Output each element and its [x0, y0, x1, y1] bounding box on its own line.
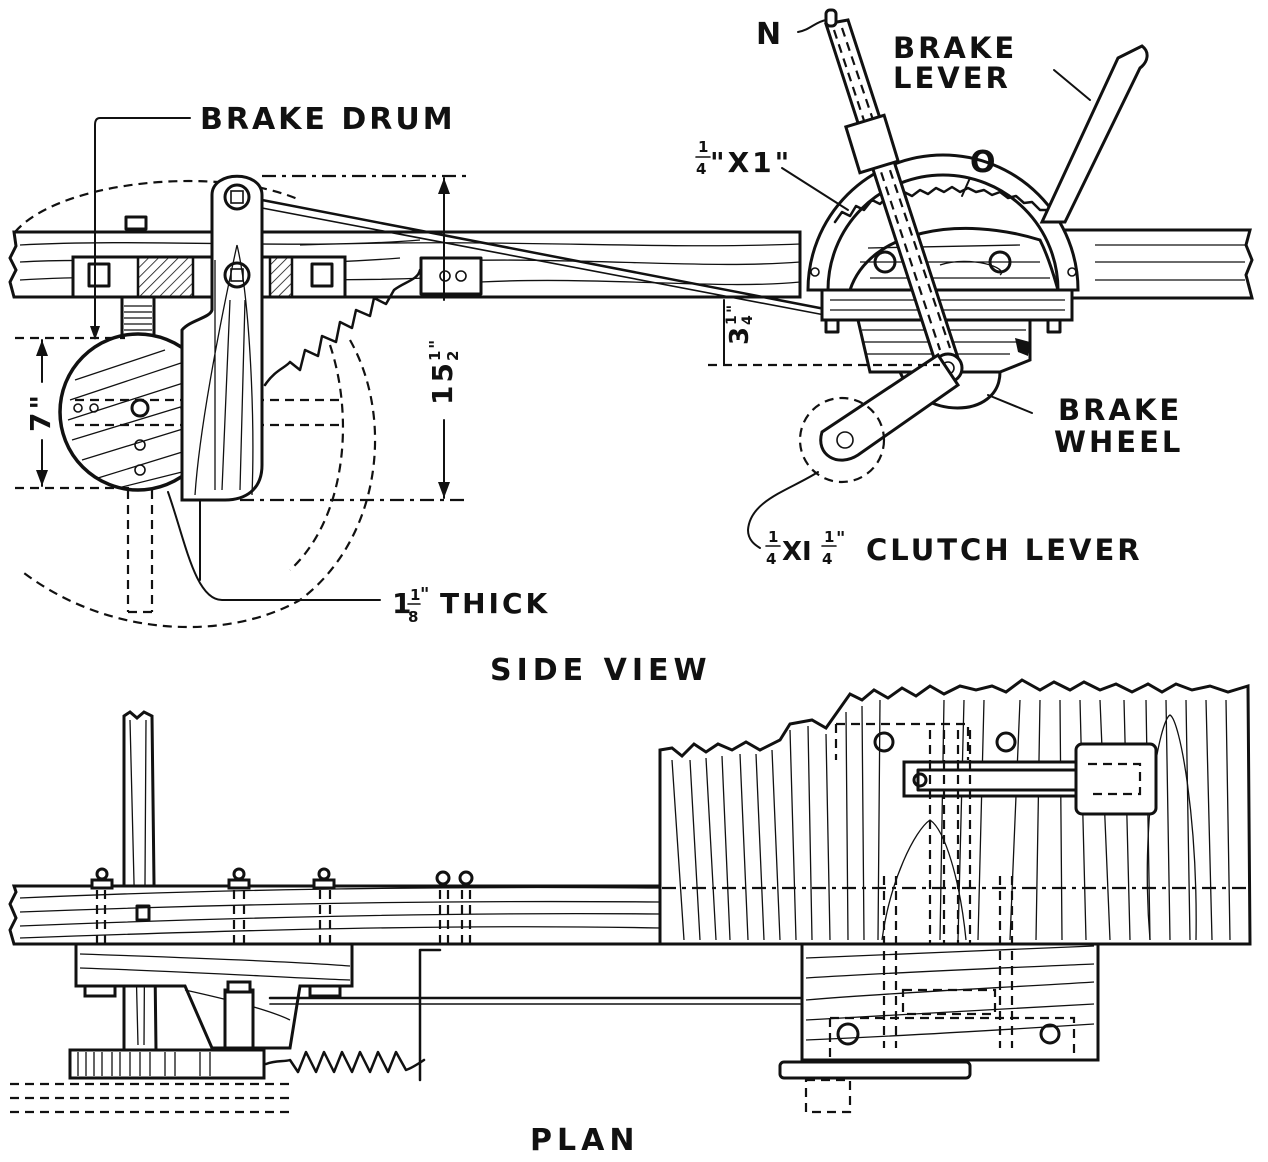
- thick-unit: ": [420, 584, 429, 605]
- thick-whole: 1: [392, 587, 414, 620]
- dimension-drum-diameter: 7": [15, 336, 130, 490]
- label-clutch-lever: CLUTCH LEVER: [866, 533, 1143, 567]
- label-thick: THICK: [440, 587, 550, 620]
- clutch-num2: 1: [824, 528, 834, 546]
- dim-3-whole: 3: [725, 324, 755, 345]
- plan-block: [74, 942, 354, 1050]
- brake-rod-return: [261, 207, 831, 317]
- label-clutch-lever-group: 1 4 XI 1 4 " CLUTCH LEVER: [765, 528, 1143, 568]
- label-thick-group: 1 1 8 " THICK: [167, 491, 550, 626]
- dim-15-whole: 15: [426, 360, 459, 405]
- label-o-group: O: [961, 145, 999, 197]
- label-brake-drum-group: BRAKE DRUM: [90, 102, 456, 340]
- label-o: O: [970, 145, 999, 180]
- plan-spring: [264, 1050, 426, 1074]
- label-bar-size-group: 1 4 "X1": [695, 138, 849, 211]
- clutch-mid: XI: [782, 537, 812, 567]
- label-brake-lever-group: BRAKE LEVER: [893, 31, 1091, 101]
- plan-lower-block: [778, 876, 1100, 1114]
- bar-size-num: 1: [698, 138, 708, 156]
- plan-bolts: [90, 867, 474, 984]
- plan-bracket: [418, 948, 442, 1082]
- dim-15-unit: ": [426, 340, 447, 349]
- clutch-den1: 4: [766, 550, 776, 568]
- dimension-overall-height: 15 1 2 ": [240, 174, 470, 502]
- label-brake-lever-1: BRAKE: [893, 31, 1017, 65]
- dim-15-frac-den: 2: [444, 351, 462, 361]
- dim-3-num: 1: [724, 315, 740, 325]
- drum-hanger: [120, 295, 156, 339]
- label-brake-wheel-2: WHEEL: [1054, 425, 1183, 459]
- bar-size-rest: "X1": [710, 146, 792, 179]
- thick-num: 1: [410, 586, 420, 604]
- brake-rod: [260, 198, 832, 312]
- bar-size-den: 4: [696, 160, 706, 178]
- plan-view: PLAN: [8, 678, 1252, 1158]
- plan-post: [122, 710, 158, 1052]
- clutch-unit: ": [836, 528, 845, 549]
- dimension-lever-drop: 3 1 4 ": [708, 299, 940, 367]
- label-brake-wheel-group: BRAKE WHEEL: [987, 393, 1183, 459]
- label-brake-lever-2: LEVER: [893, 61, 1011, 95]
- brake-shoe: [180, 174, 264, 502]
- label-n-group: N: [756, 17, 827, 52]
- side-view: 7" 15 1 2 " BRAKE DRUM 1 1 8: [8, 8, 1254, 688]
- plan-plank: [658, 678, 1252, 946]
- brake-lever: [824, 8, 960, 366]
- clutch-lever: [747, 352, 961, 549]
- thick-den: 8: [408, 608, 418, 626]
- label-brake-wheel-1: BRAKE: [1058, 393, 1182, 427]
- dim-7-inch: 7": [24, 392, 57, 432]
- plan-clutch-lever: [902, 730, 1158, 1040]
- brake-lever-handle: [1039, 44, 1149, 224]
- plan-title: PLAN: [530, 1123, 639, 1158]
- plan-gear: [10, 1048, 290, 1114]
- label-brake-drum: BRAKE DRUM: [200, 102, 456, 137]
- dim-3-den: 4: [740, 315, 756, 325]
- side-view-title: SIDE VIEW: [490, 653, 712, 688]
- dim-15-frac-num: 1: [426, 351, 444, 361]
- plan-beam: [8, 884, 662, 946]
- clutch-den2: 4: [822, 550, 832, 568]
- side-spring: [263, 268, 422, 387]
- side-beam-right: [1058, 228, 1254, 300]
- bearing-block: [71, 215, 483, 299]
- dim-3-unit: ": [723, 305, 742, 313]
- clutch-num1: 1: [768, 528, 778, 546]
- label-n: N: [756, 17, 784, 52]
